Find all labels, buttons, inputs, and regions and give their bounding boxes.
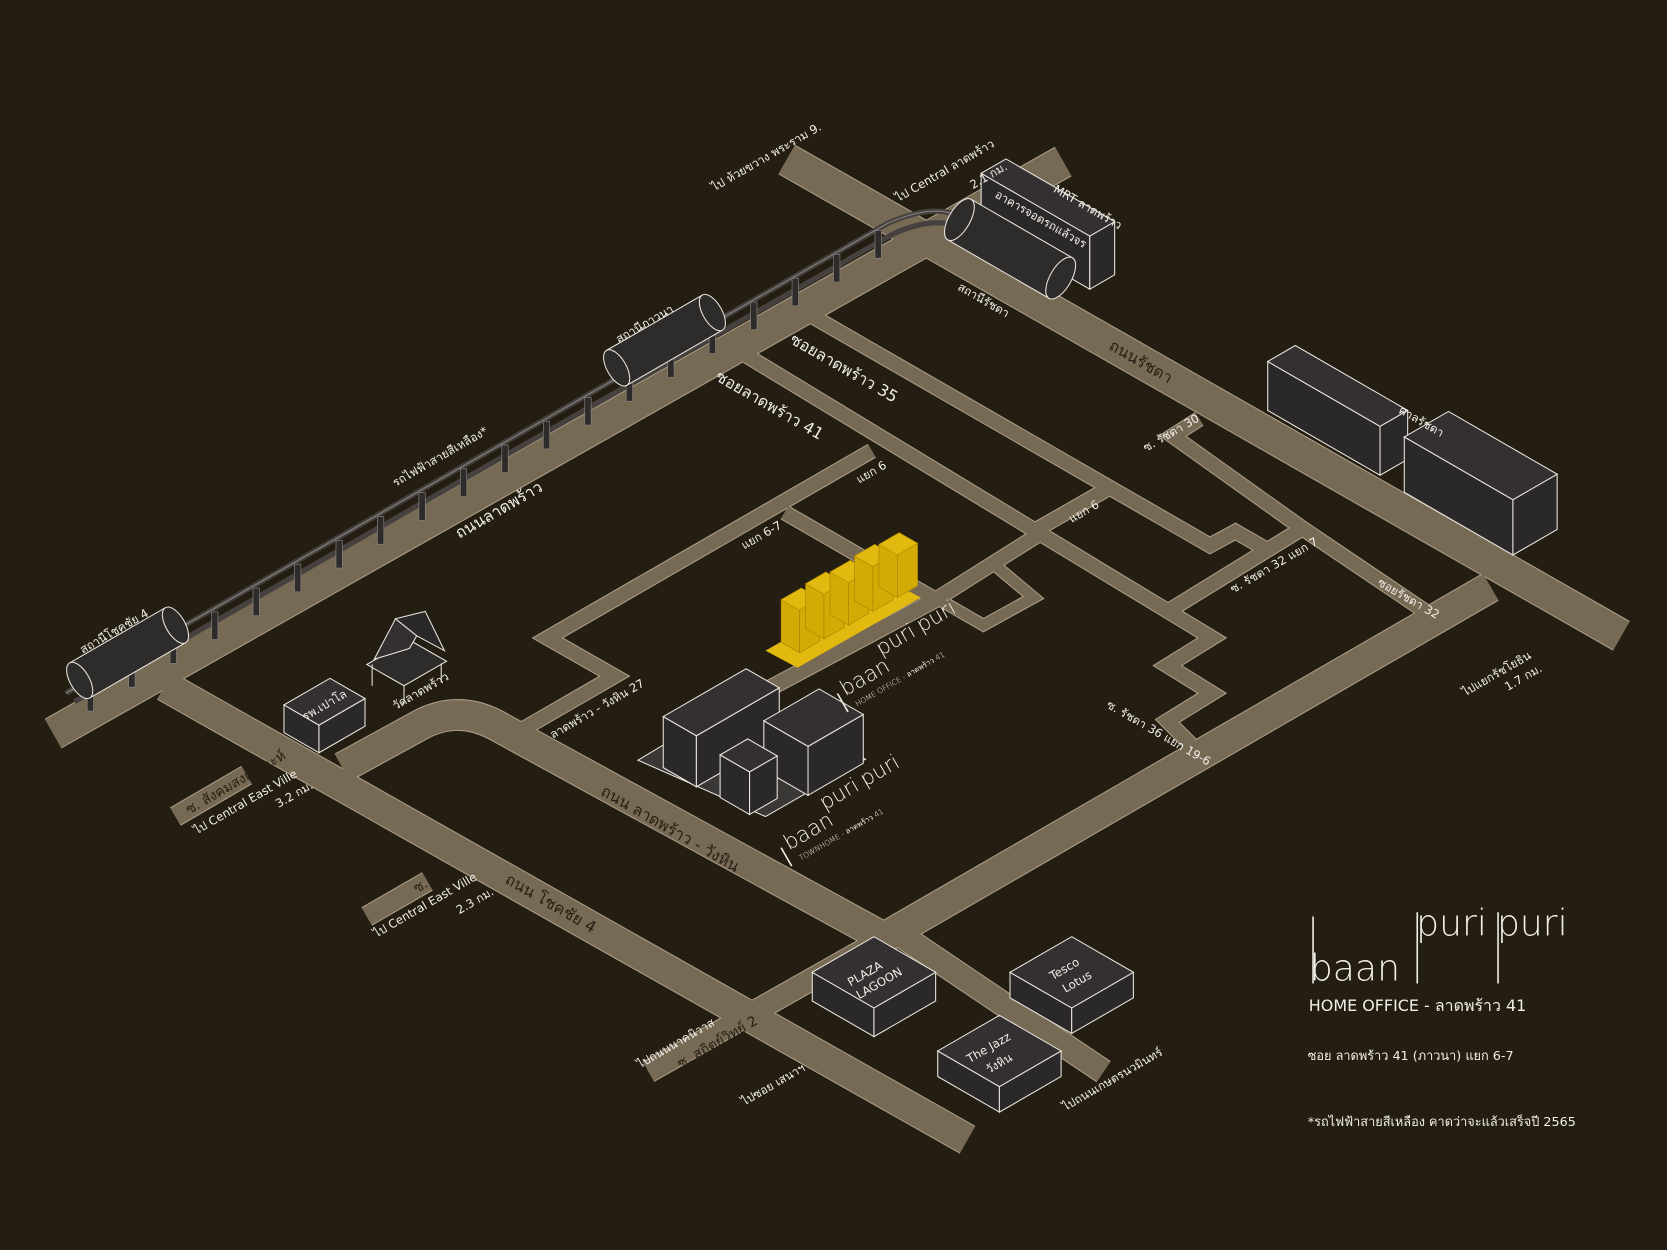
road-network bbox=[44, 144, 1630, 1154]
road-yaek-6-right bbox=[1033, 480, 1115, 536]
monorail-pillar bbox=[791, 277, 799, 307]
monorail-pillars bbox=[86, 230, 882, 712]
hospital-building bbox=[282, 677, 367, 754]
monorail-pillar bbox=[294, 563, 302, 593]
panel-subtitle: HOME OFFICE - ลาดพร้าว 41 bbox=[1309, 996, 1526, 1015]
road-to-kaset bbox=[891, 923, 1111, 1082]
box-top-face bbox=[762, 688, 865, 747]
box-top-face bbox=[1266, 344, 1409, 427]
station-chokchai-4 bbox=[66, 606, 190, 700]
road-ratchada-30 bbox=[1160, 413, 1434, 621]
road-project-lane bbox=[740, 593, 940, 709]
station-phawana bbox=[603, 293, 726, 387]
road-ratchada-32-yaek-7 bbox=[1165, 522, 1307, 617]
monorail-pillar bbox=[542, 420, 550, 450]
info-panel: baan puri puri HOME OFFICE - ลาดพร้าว 41… bbox=[1308, 902, 1576, 1130]
road-soi-35 bbox=[809, 310, 1269, 555]
monorail-pillar bbox=[833, 254, 841, 283]
plaza-lagoon-building bbox=[811, 936, 937, 1038]
townhome-building-c bbox=[719, 738, 779, 816]
monorail-pillar bbox=[377, 516, 385, 545]
road-ratchada bbox=[778, 145, 1630, 650]
panel-logo-puri-1: puri bbox=[1416, 902, 1487, 945]
box-top-face bbox=[1403, 410, 1559, 501]
road-yaek-6-left bbox=[515, 444, 876, 738]
road-small-loop bbox=[938, 558, 1043, 632]
box-top-face bbox=[811, 936, 937, 1009]
box-top-face bbox=[878, 532, 919, 556]
monorail-pillar bbox=[501, 444, 509, 474]
court-building-1 bbox=[1266, 344, 1409, 477]
monorail-pillar bbox=[874, 230, 882, 259]
temple-icon bbox=[365, 610, 448, 704]
monorail-pillar bbox=[211, 611, 219, 640]
townhome-building-a bbox=[662, 668, 781, 788]
road-sangkhom bbox=[170, 766, 252, 825]
monorail-pillar bbox=[418, 492, 426, 521]
road-ladprao-wanghin bbox=[335, 700, 895, 953]
townhome-building-b bbox=[762, 688, 865, 797]
box-top-face bbox=[936, 1014, 1063, 1088]
the-jazz-building bbox=[936, 1014, 1063, 1114]
box-top-face bbox=[980, 158, 1116, 237]
panel-note: *รถไฟฟ้าสายสีเหลือง คาดว่าจะแล้วเสร็จปี … bbox=[1308, 1113, 1576, 1130]
box-top-face bbox=[1008, 936, 1135, 1009]
panel-logo-baan: baan bbox=[1310, 946, 1400, 989]
station-ratchada bbox=[943, 198, 1077, 300]
road-ladprao bbox=[45, 147, 1072, 748]
home-office-building-5 bbox=[878, 532, 919, 599]
box-top-face bbox=[662, 668, 781, 737]
panel-logo-puri-2: puri bbox=[1497, 902, 1568, 945]
box-top-face bbox=[719, 738, 779, 773]
monorail-pillar bbox=[750, 301, 758, 331]
monorail-pillar bbox=[252, 587, 260, 617]
box-top-face bbox=[282, 677, 367, 726]
road-chokchai4 bbox=[157, 672, 975, 1153]
court-building-2 bbox=[1403, 410, 1559, 556]
panel-address: ซอย ลาดพร้าว 41 (ภาวนา) แยก 6-7 bbox=[1308, 1049, 1514, 1064]
road-soi-ratchada-32 bbox=[872, 574, 1499, 953]
road-soi-41 bbox=[738, 347, 1226, 750]
tesco-lotus-building bbox=[1008, 936, 1135, 1035]
monorail-pillar bbox=[335, 540, 343, 569]
monorail-pillar bbox=[460, 468, 468, 497]
road-soi-18 bbox=[362, 873, 433, 925]
monorail-pillar bbox=[584, 397, 592, 426]
